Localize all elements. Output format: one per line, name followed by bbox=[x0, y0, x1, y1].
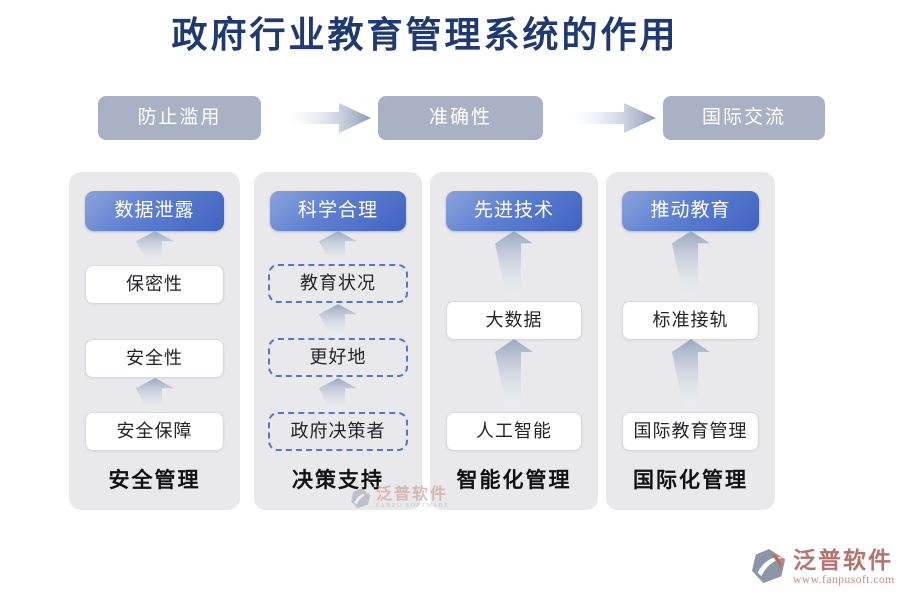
column-international-management: 推动教育 标准接轨 国际教育管理 国际化管理 bbox=[606, 172, 775, 510]
item-box: 人工智能 bbox=[446, 412, 582, 451]
column-header: 科学合理 bbox=[270, 191, 406, 231]
item-box: 国际教育管理 bbox=[622, 412, 759, 451]
logo-name: 泛普软件 bbox=[793, 548, 893, 573]
right-arrow-icon bbox=[572, 103, 656, 133]
page-title: 政府行业教育管理系统的作用 bbox=[171, 15, 679, 55]
column-footer-label: 智能化管理 bbox=[456, 468, 572, 492]
up-arrow-icon bbox=[671, 339, 710, 411]
up-arrow-icon bbox=[135, 378, 174, 412]
item-box-dashed: 教育状况 bbox=[268, 264, 408, 303]
up-arrow-icon bbox=[671, 231, 710, 300]
column-footer-label: 安全管理 bbox=[108, 468, 201, 492]
fanpu-logo: 泛普软件 www.fanpusoft.com bbox=[750, 548, 895, 587]
fanpu-logo-icon bbox=[751, 548, 786, 584]
right-arrow-icon bbox=[287, 103, 371, 133]
column-footer-label: 决策支持 bbox=[292, 468, 384, 492]
item-box: 标准接轨 bbox=[622, 301, 759, 340]
column-header: 推动教育 bbox=[622, 191, 759, 231]
flow-step-prevent-abuse: 防止滥用 bbox=[98, 96, 261, 140]
watermark: 泛普软件 FANPU SOFTWARE bbox=[350, 486, 449, 510]
up-arrow-icon bbox=[495, 339, 533, 411]
up-arrow-icon bbox=[135, 231, 174, 265]
up-arrow-icon bbox=[495, 231, 533, 300]
up-arrow-icon bbox=[319, 304, 357, 338]
item-box: 保密性 bbox=[85, 265, 224, 304]
column-intelligent-management: 先进技术 大数据 人工智能 智能化管理 bbox=[430, 172, 598, 510]
item-box: 大数据 bbox=[446, 301, 582, 340]
fanpu-watermark-icon bbox=[351, 488, 371, 508]
item-box: 安全保障 bbox=[85, 412, 224, 451]
column-footer-label: 国际化管理 bbox=[633, 468, 748, 492]
up-arrow-icon bbox=[319, 231, 357, 265]
watermark-subtext: FANPU SOFTWARE bbox=[376, 503, 450, 509]
item-box-dashed: 更好地 bbox=[268, 338, 408, 377]
column-header: 先进技术 bbox=[446, 191, 582, 231]
column-header: 数据泄露 bbox=[85, 191, 224, 231]
item-box: 安全性 bbox=[85, 339, 224, 378]
flow-step-international-exchange: 国际交流 bbox=[663, 96, 825, 140]
column-security-management: 数据泄露 保密性 安全性 安全保障 安全管理 bbox=[69, 172, 240, 510]
flow-step-accuracy: 准确性 bbox=[378, 96, 543, 140]
logo-url: www.fanpusoft.com bbox=[793, 574, 895, 586]
up-arrow-icon bbox=[319, 378, 357, 412]
watermark-text: 泛普软件 bbox=[376, 486, 449, 503]
item-box-dashed: 政府决策者 bbox=[268, 412, 408, 451]
column-decision-support: 科学合理 教育状况 更好地 政府决策者 决策支持 bbox=[254, 172, 422, 510]
